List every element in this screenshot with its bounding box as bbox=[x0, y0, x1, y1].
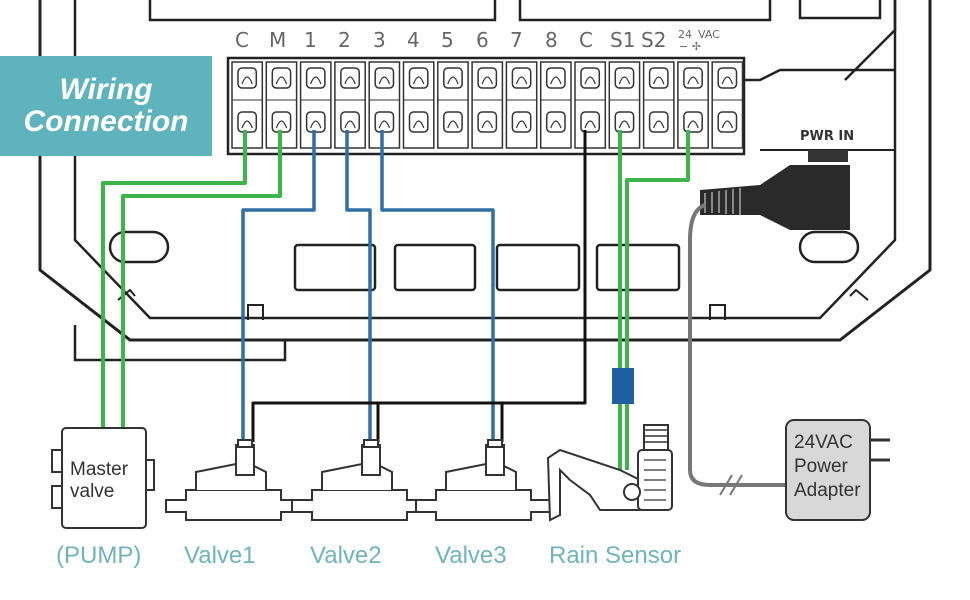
terminal-label: M bbox=[269, 28, 286, 52]
wires bbox=[101, 130, 785, 496]
terminal-block bbox=[711, 61, 744, 149]
terminal-label: C bbox=[579, 28, 593, 52]
terminal-block bbox=[642, 61, 675, 149]
terminal-label: C bbox=[235, 28, 249, 52]
terminal-block bbox=[677, 61, 709, 149]
terminal-label: S1 bbox=[610, 28, 635, 52]
wire-common-black bbox=[251, 130, 587, 442]
terminal-label: S2 bbox=[641, 28, 666, 52]
caption-valve2: Valve2 bbox=[310, 542, 382, 569]
terminal-block bbox=[608, 61, 641, 149]
valve-3-icon bbox=[415, 439, 552, 521]
caption-rain-sensor: Rain Sensor bbox=[549, 542, 682, 569]
valve-1-icon bbox=[165, 439, 302, 521]
power-adapter-device: 24VAC Power Adapter bbox=[785, 419, 890, 521]
wire-valve3-blue bbox=[380, 130, 495, 442]
terminal-label: 2 bbox=[338, 28, 351, 52]
adapter-label-line2: Power bbox=[794, 456, 849, 477]
adapter-label-line1: 24VAC bbox=[794, 432, 853, 453]
vac-label-bottom: VAC bbox=[698, 28, 720, 41]
master-valve-label-line1: Master bbox=[70, 459, 129, 480]
terminal-block bbox=[265, 61, 298, 149]
terminal-block bbox=[334, 61, 366, 149]
terminal-blocks bbox=[231, 61, 744, 149]
banner-title-line2: Connection bbox=[23, 105, 189, 138]
controller-housing bbox=[38, 0, 932, 362]
terminal-block bbox=[402, 61, 435, 149]
banner-title-line1: Wiring bbox=[59, 73, 153, 106]
wiring-connection-banner: Wiring Connection bbox=[0, 56, 212, 156]
terminal-label: 6 bbox=[476, 28, 489, 52]
terminal-label: 8 bbox=[545, 28, 558, 52]
caption-valve1: Valve1 bbox=[184, 542, 256, 569]
solenoid-valves bbox=[165, 439, 552, 521]
terminal-block bbox=[231, 61, 264, 149]
terminal-label: 7 bbox=[510, 28, 523, 52]
caption-pump: (PUMP) bbox=[56, 542, 142, 569]
pwr-in-label: PWR IN bbox=[800, 129, 854, 144]
wire-master-green bbox=[121, 130, 282, 428]
master-valve-label-line2: valve bbox=[70, 481, 114, 502]
rain-sensor-icon bbox=[546, 424, 673, 522]
terminal-label: 1 bbox=[304, 28, 317, 52]
terminal-label: 3 bbox=[373, 28, 386, 52]
terminal-block bbox=[471, 61, 504, 149]
caption-valve3: Valve3 bbox=[435, 542, 507, 569]
terminal-block bbox=[505, 61, 538, 149]
power-plug-icon bbox=[700, 150, 850, 230]
master-valve-device: Master valve bbox=[51, 427, 155, 529]
terminal-block bbox=[539, 61, 572, 149]
terminal-label: 5 bbox=[441, 28, 454, 52]
wire-valve2-blue bbox=[345, 130, 372, 442]
wire-valve1-blue bbox=[241, 130, 316, 442]
terminal-strip bbox=[226, 56, 746, 156]
terminal-block bbox=[437, 61, 469, 149]
vac-polarity-mark: − ✢ bbox=[679, 40, 701, 53]
wire-power-gray bbox=[688, 203, 785, 487]
adapter-label-line3: Adapter bbox=[794, 480, 861, 501]
wire-common-green bbox=[101, 130, 247, 428]
valve-2-icon bbox=[291, 439, 428, 521]
terminal-label: 4 bbox=[407, 28, 420, 52]
terminal-block bbox=[574, 61, 607, 149]
wire-splice-connector bbox=[612, 368, 634, 404]
wire-rain-sensor-s2 bbox=[625, 130, 690, 470]
vac-label-top: 24 bbox=[678, 28, 692, 41]
terminal-block bbox=[368, 61, 401, 149]
